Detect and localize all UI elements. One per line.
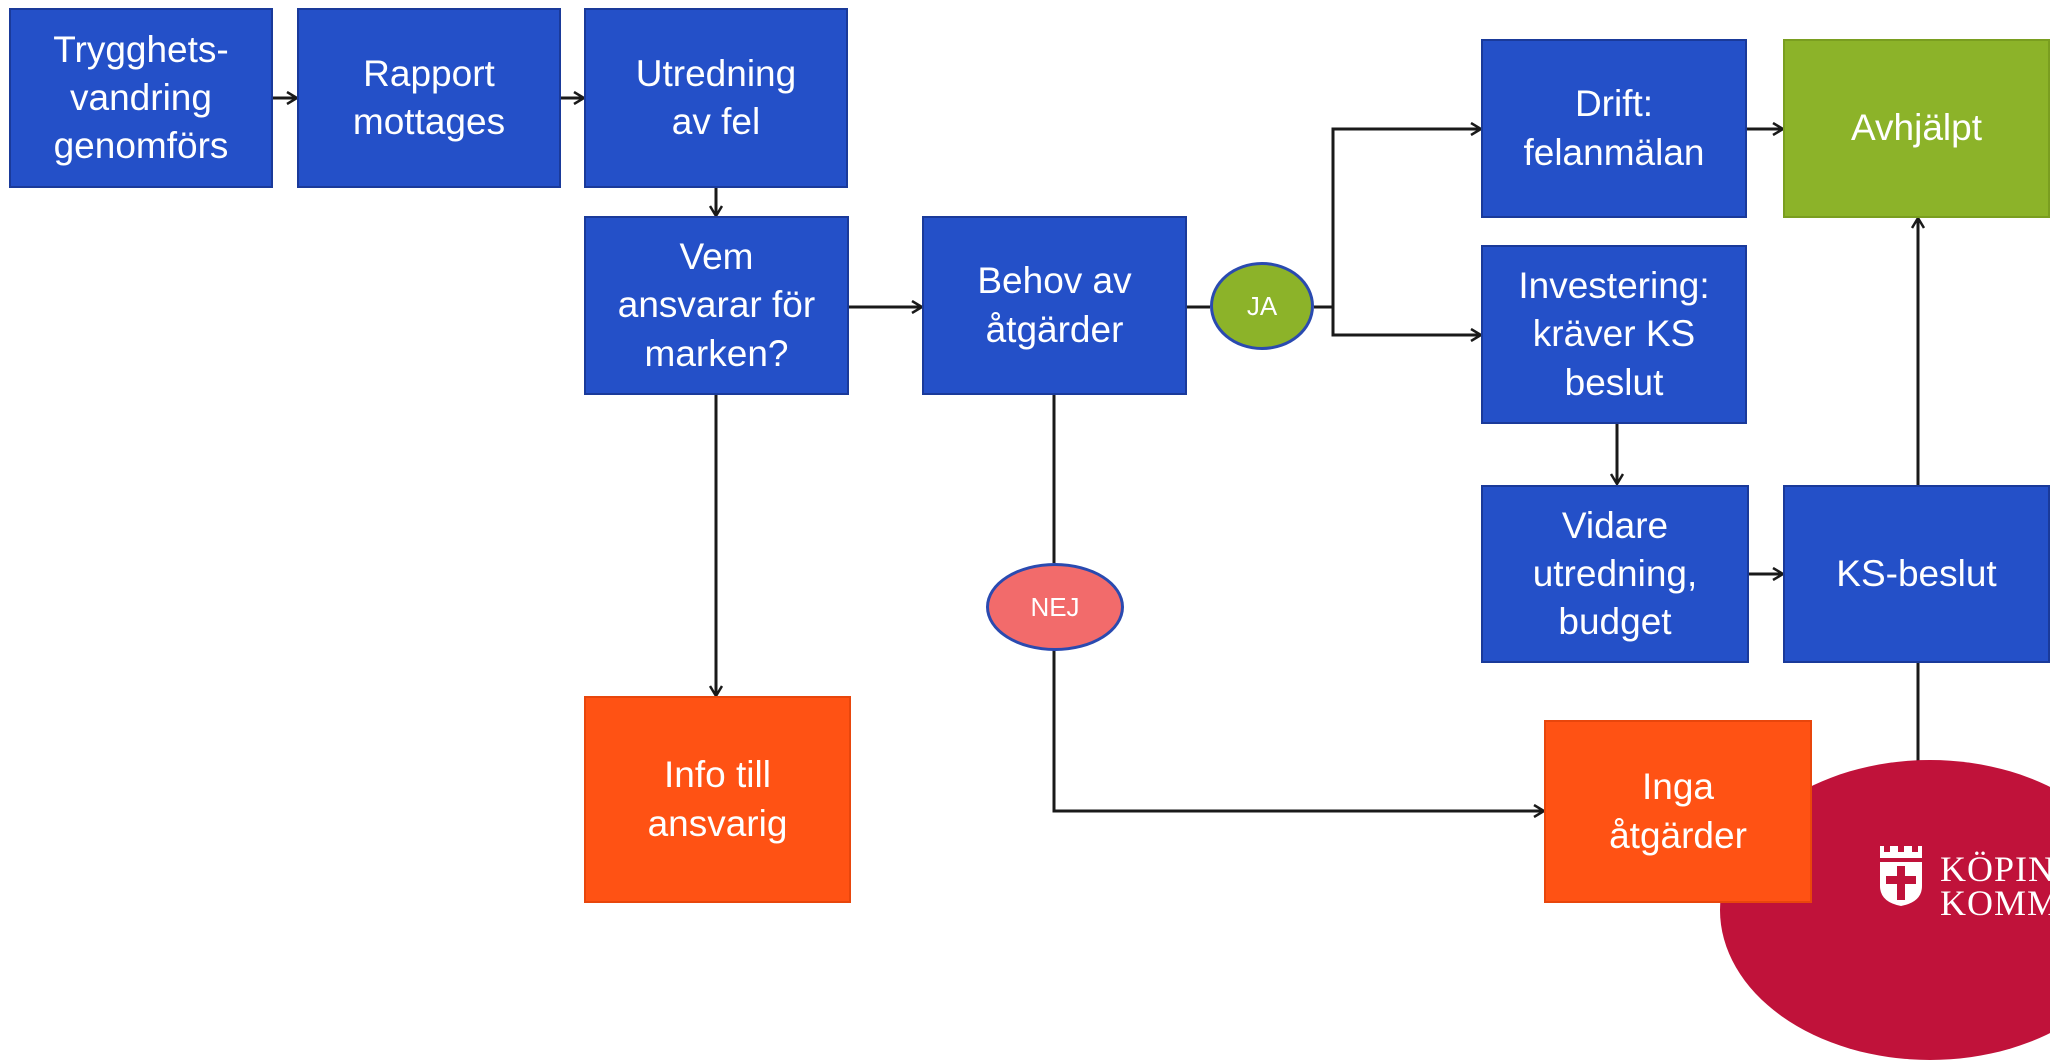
node-vidare-utredning: Vidare utredning, budget bbox=[1481, 485, 1749, 663]
municipality-logo: KÖPIN KOMM bbox=[1940, 849, 2050, 923]
node-trygghetsvandring: Trygghets- vandring genomförs bbox=[9, 8, 273, 188]
node-ks-beslut: KS-beslut bbox=[1783, 485, 2050, 663]
logo-line-2: KOMM bbox=[1940, 883, 2050, 923]
node-inga-atgarder: Inga åtgärder bbox=[1544, 720, 1812, 903]
node-rapport-mottages: Rapport mottages bbox=[297, 8, 561, 188]
node-vem-ansvarar: Vem ansvarar för marken? bbox=[584, 216, 849, 395]
arrow-ja-investering bbox=[1331, 307, 1481, 335]
decision-ja: JA bbox=[1210, 262, 1314, 350]
flowchart-canvas bbox=[273, 0, 2050, 903]
node-avhjalpt: Avhjälpt bbox=[1783, 39, 2050, 218]
arrow-ja-drift bbox=[1314, 129, 1481, 309]
municipality-seal-icon bbox=[1880, 846, 1922, 906]
node-behov-av-atgarder: Behov av åtgärder bbox=[922, 216, 1187, 395]
arrow-nej-inga bbox=[1052, 635, 1544, 811]
node-drift-felanmalan: Drift: felanmälan bbox=[1481, 39, 1747, 218]
logo-line-1: KÖPIN bbox=[1940, 849, 2050, 889]
decision-nej: NEJ bbox=[986, 563, 1124, 651]
node-utredning-av-fel: Utredning av fel bbox=[584, 8, 848, 188]
node-investering: Investering: kräver KS beslut bbox=[1481, 245, 1747, 424]
node-info-till-ansvarig: Info till ansvarig bbox=[584, 696, 851, 903]
